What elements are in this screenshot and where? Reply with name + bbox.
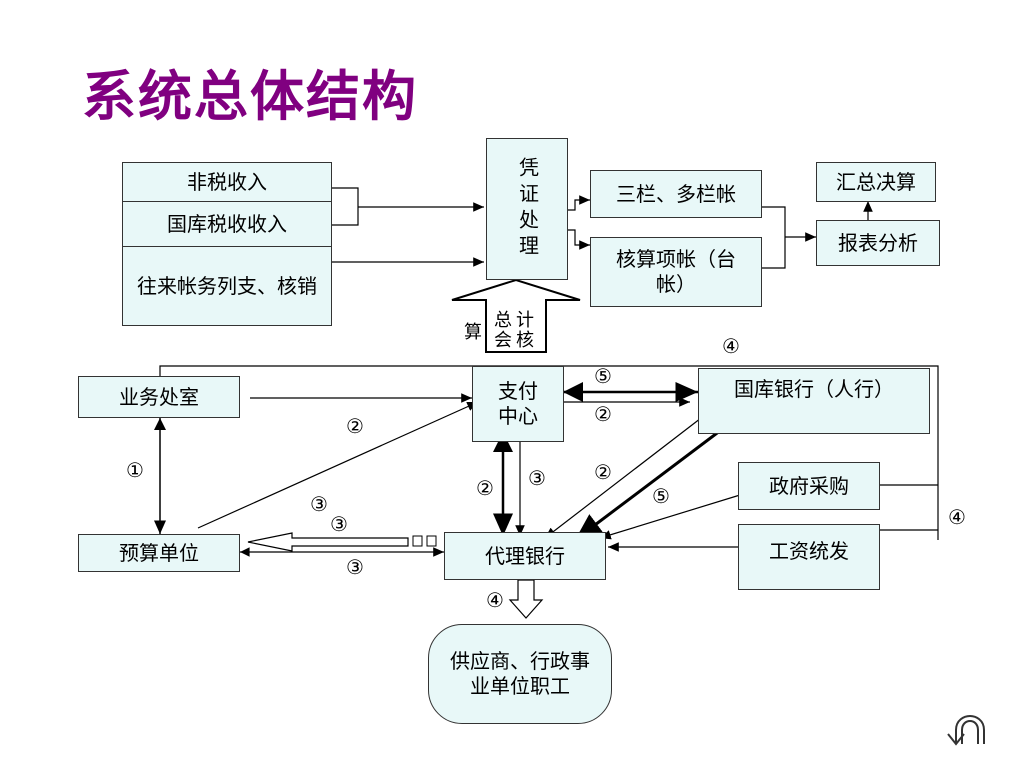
step-label: ② <box>594 402 612 426</box>
step-label: ③ <box>330 512 348 536</box>
final-accounts-box: 汇总决算 <box>816 162 936 202</box>
step-label: ⑤ <box>652 484 670 508</box>
voucher-processing-label: 凭证处理 <box>515 157 540 261</box>
step-label: ② <box>346 414 364 438</box>
gov-procurement-box: 政府采购 <box>738 462 880 510</box>
return-icon[interactable] <box>946 712 992 746</box>
step-label: ④ <box>486 588 504 612</box>
business-office-box: 业务处室 <box>78 376 240 418</box>
current-account-box: 往来帐务列支、核销 <box>122 246 332 326</box>
step-label: ⑤ <box>594 364 612 388</box>
step-label: ② <box>476 476 494 500</box>
arrow-label-zonghui: 总会 <box>491 310 512 350</box>
report-analysis-box: 报表分析 <box>816 220 940 266</box>
payment-center-box: 支付中心 <box>472 366 564 442</box>
arrow-label-jihe: 计核 <box>513 310 534 350</box>
payroll-box: 工资统发 <box>738 524 880 590</box>
step-label: ① <box>126 458 144 482</box>
step-label: ④ <box>948 505 966 529</box>
supplier-staff-box: 供应商、行政事业单位职工 <box>428 624 612 724</box>
ledger-box: 三栏、多栏帐 <box>590 170 762 218</box>
voucher-processing-box: 凭证处理 <box>486 138 568 280</box>
budget-unit-box: 预算单位 <box>78 534 240 572</box>
step-label: ④ <box>722 334 740 358</box>
treasury-bank-box: 国库银行（人行） <box>698 368 930 434</box>
arrow-label-suan: 算 <box>464 322 482 343</box>
accounting-item-box: 核算项帐（台帐） <box>590 237 762 307</box>
step-label: ③ <box>310 492 328 516</box>
treasury-tax-income-box: 国库税收收入 <box>122 201 332 247</box>
step-label: ③ <box>528 466 546 490</box>
step-label: ③ <box>346 555 364 579</box>
page-title: 系统总体结构 <box>82 65 418 128</box>
feishui-income-box: 非税收入 <box>122 162 332 202</box>
step-label: ② <box>594 460 612 484</box>
agent-bank-box: 代理银行 <box>444 532 606 580</box>
